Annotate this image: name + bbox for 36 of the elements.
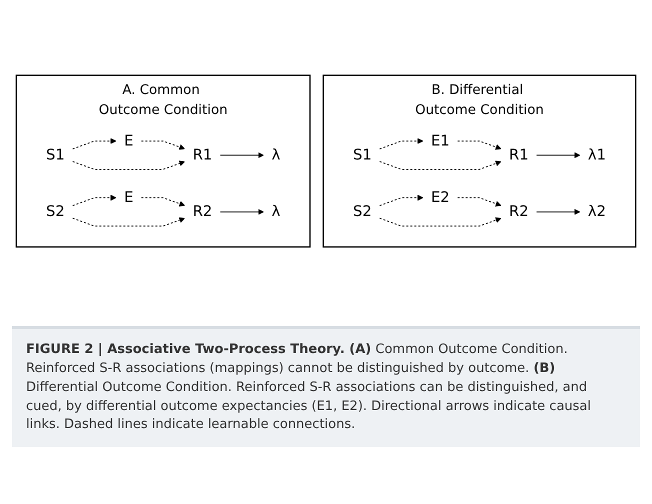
arrow — [72, 194, 116, 206]
node-text: S1 — [46, 146, 65, 164]
arrow — [140, 140, 185, 150]
arrow — [379, 138, 424, 150]
node-text: E1 — [431, 132, 450, 150]
node-text: S2 — [46, 203, 65, 220]
node-text: R2 — [192, 203, 212, 220]
arrow — [379, 160, 502, 170]
arrow — [220, 208, 264, 215]
cluster — [322, 74, 636, 248]
arrow — [536, 152, 580, 158]
arrow — [220, 152, 264, 158]
node-text: S1 — [353, 146, 372, 164]
figure-caption: FIGURE 2 | Associative Two-Process Theory. (A) Common Outcome Condition. Reinforced S-R associations (mappings) cannot be distinguished by outcome. (B) Differential Outcome Condition. Reinforced S-R associations can be distinguished, and cued, by differential outcome expectancies (E1, E2). Directional arrows indicate causal links. Dashed lines indicate learnable connections. — [12, 326, 640, 448]
arrow — [72, 160, 185, 170]
node-text: λ1 — [588, 146, 606, 164]
node-text: R1 — [192, 146, 212, 164]
node-text: S2 — [353, 203, 372, 220]
node-text: λ — [272, 146, 280, 164]
arrow — [379, 194, 424, 206]
arrow — [140, 197, 185, 206]
arrow — [72, 138, 116, 150]
arrow — [457, 140, 502, 150]
arrow — [457, 197, 502, 206]
node-text: E — [124, 132, 134, 150]
arrow — [536, 208, 580, 215]
node-text: λ2 — [588, 203, 606, 220]
node-text: λ — [272, 203, 280, 220]
diagram: A. Common Outcome Condition E S1 R1 λ S2 E R2 λ B. Differential Outcome Condition E1 S1 R1 λ1 S2 E2 R2 λ2 — [11, 70, 641, 252]
arrow — [72, 217, 185, 226]
node-text: R1 — [509, 146, 529, 164]
cluster — [16, 74, 311, 248]
node-text: E — [124, 189, 134, 206]
node-text: R2 — [509, 203, 529, 220]
node-text: E2 — [431, 189, 450, 206]
arrow — [379, 217, 502, 226]
